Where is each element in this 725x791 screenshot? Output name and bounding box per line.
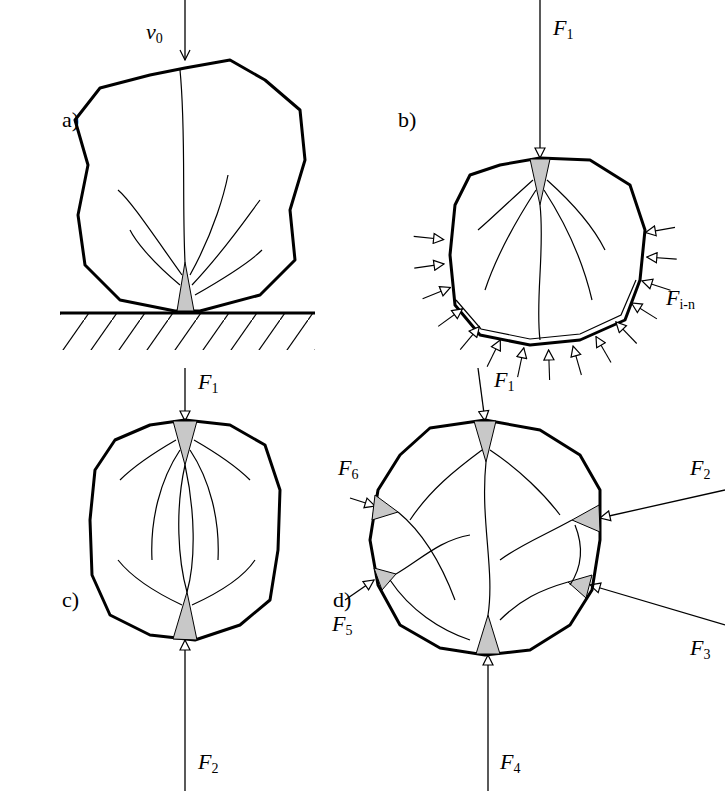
- panel-b: [414, 0, 677, 380]
- panel-letter: b): [398, 108, 416, 132]
- panel-a: [60, 0, 315, 350]
- pressure-arrow: [438, 309, 462, 327]
- panel-d: [345, 368, 725, 791]
- pressure-arrow: [460, 327, 479, 350]
- pressure-arrow: [632, 303, 657, 319]
- pressure-arrow: [646, 227, 676, 232]
- pressure-arrow: [616, 322, 637, 344]
- force-label: F4: [500, 750, 520, 776]
- force-label: F1: [553, 16, 573, 42]
- force-label: F2: [198, 750, 218, 776]
- force-label: F6: [338, 456, 358, 482]
- force-label: F1: [494, 368, 514, 394]
- pressure-arrow: [414, 236, 444, 239]
- pressure-arrow: [414, 264, 444, 268]
- panel-letter: a): [62, 108, 79, 132]
- pressure-arrow: [647, 257, 677, 259]
- panel-c: [90, 368, 280, 791]
- panel-letter: c): [62, 588, 79, 612]
- pressure-arrow: [487, 340, 500, 367]
- force-label: F3: [690, 636, 710, 662]
- pressure-arrow: [596, 337, 611, 363]
- pressure-arrow: [549, 350, 550, 380]
- force-label: F2: [690, 456, 710, 482]
- force-label: Fi-n: [666, 286, 695, 312]
- pressure-arrow: [573, 346, 581, 375]
- force-label: v0: [146, 20, 163, 46]
- force-label: F5: [332, 612, 352, 638]
- force-label: F1: [198, 370, 218, 396]
- panel-letter: d): [333, 588, 351, 612]
- pressure-arrow: [518, 348, 524, 377]
- pressure-arrow: [423, 288, 451, 299]
